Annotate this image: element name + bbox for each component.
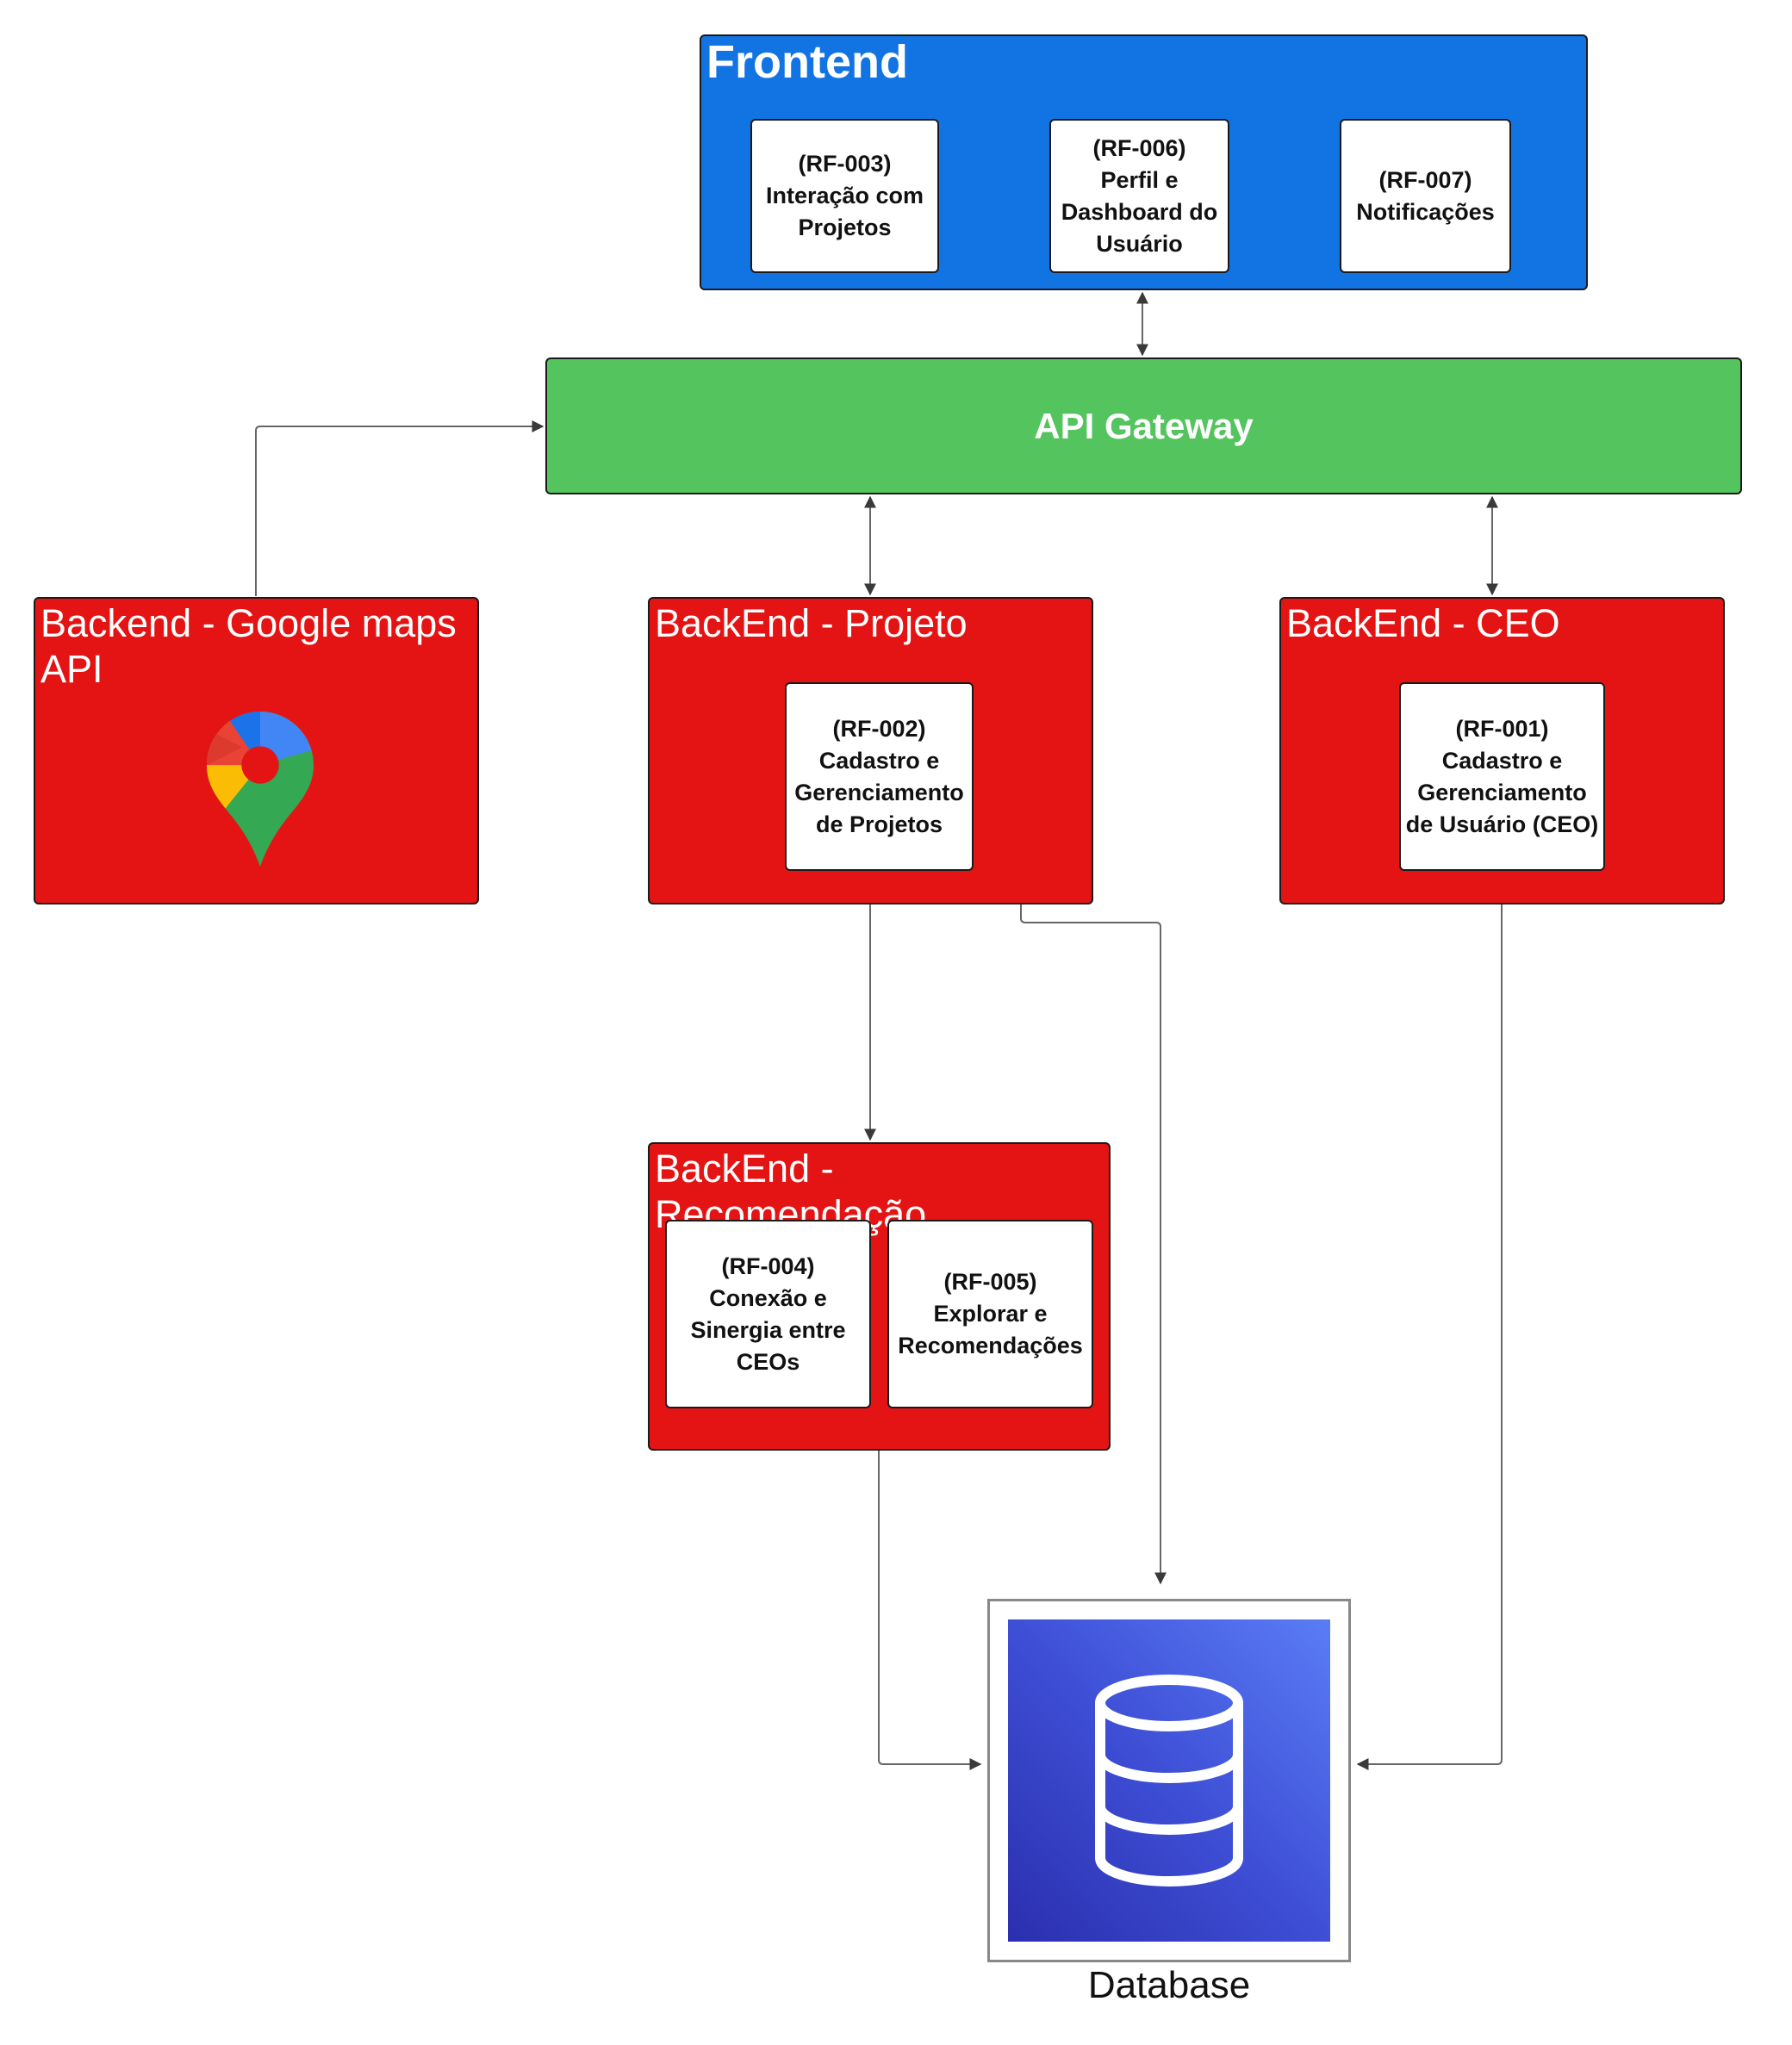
card-rf-001[interactable]: (RF-001) Cadastro e Gerenciamento de Usu… <box>1399 682 1605 871</box>
backend-ceo-title: BackEnd - CEO <box>1286 601 1560 645</box>
card-rf-006-label: (RF-006) Perfil e Dashboard do Usuário <box>1061 134 1218 257</box>
card-rf-001-label: (RF-001) Cadastro e Gerenciamento de Usu… <box>1405 715 1599 837</box>
connector-maps-gateway <box>255 420 544 596</box>
card-rf-007-label: (RF-007) Notificações <box>1356 166 1495 225</box>
card-rf-004-label: (RF-004) Conexão e Sinergia entre CEOs <box>690 1252 846 1375</box>
database-node[interactable] <box>987 1599 1351 1962</box>
frontend-title: Frontend <box>706 36 908 88</box>
card-rf-002-label: (RF-002) Cadastro e Gerenciamento de Pro… <box>794 715 964 837</box>
google-maps-pin-icon <box>206 712 314 867</box>
card-rf-002[interactable]: (RF-002) Cadastro e Gerenciamento de Pro… <box>785 682 974 871</box>
database-label: Database <box>1087 1964 1251 2006</box>
backend-google-maps-title: Backend - Google maps API <box>40 601 457 691</box>
database-tile <box>1008 1619 1330 1942</box>
api-gateway-title: API Gateway <box>1034 405 1254 446</box>
connector-recomendacao-database <box>878 1451 982 1770</box>
api-gateway[interactable]: API Gateway <box>545 357 1742 494</box>
connector-ceo-database <box>1356 904 1503 1770</box>
card-rf-003[interactable]: (RF-003) Interação com Projetos <box>750 119 939 273</box>
card-rf-006[interactable]: (RF-006) Perfil e Dashboard do Usuário <box>1049 119 1229 273</box>
database-icon <box>1095 1675 1243 1887</box>
card-rf-003-label: (RF-003) Interação com Projetos <box>765 151 924 240</box>
backend-projeto-title: BackEnd - Projeto <box>655 601 968 645</box>
card-rf-004[interactable]: (RF-004) Conexão e Sinergia entre CEOs <box>665 1220 871 1408</box>
card-rf-005-label: (RF-005) Explorar e Recomendações <box>898 1269 1083 1358</box>
card-rf-007[interactable]: (RF-007) Notificações <box>1340 119 1511 273</box>
card-rf-005[interactable]: (RF-005) Explorar e Recomendações <box>887 1220 1093 1408</box>
